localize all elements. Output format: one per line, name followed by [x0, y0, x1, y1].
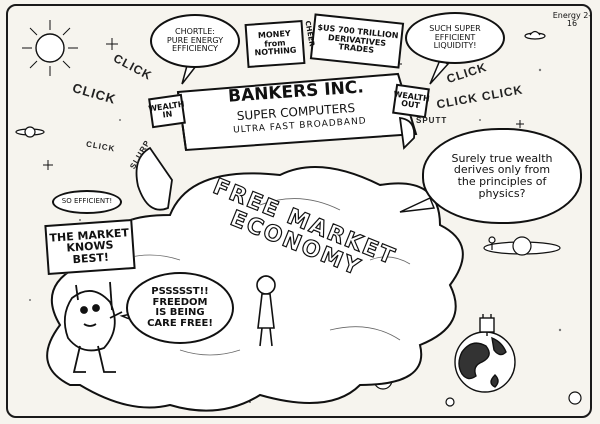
sputt-sound: SPUTT [416, 116, 448, 125]
derivatives-text: $US 700 TRILLION DERIVATIVES TRADES [317, 23, 399, 55]
wealth-out-text: WEALTH OUT [393, 89, 431, 111]
bank-building [176, 72, 418, 152]
market-knows-best-text: THE MARKET KNOWS BEST! [49, 225, 130, 266]
citizen-figure [256, 275, 276, 347]
wealth-in-sign: WEALTH IN [147, 93, 186, 129]
market-banker-figure [63, 281, 123, 373]
signature: Energy 2-16 [552, 11, 592, 29]
liquidity-bubble: SUCH SUPER EFFICIENT LIQUIDITY! [405, 12, 505, 64]
wealth-in-text: WEALTH IN [147, 99, 185, 120]
so-efficient-bubble: SO EFFICIENT! [52, 190, 122, 214]
wealth-out-sign: WEALTH OUT [392, 83, 431, 119]
liquidity-text: SUCH SUPER EFFICIENT LIQUIDITY! [429, 24, 481, 51]
earth-globe-icon [454, 314, 516, 393]
physics-text: Surely true wealth derives only from the… [451, 151, 553, 200]
money-from-nothing-sign: MONEY from NOTHING [244, 20, 306, 68]
panel-border [6, 4, 592, 418]
planet-ring-icon [15, 126, 45, 138]
saturn-planet-icon [483, 236, 561, 256]
derivatives-sign: $US 700 TRILLION DERIVATIVES TRADES [309, 13, 405, 69]
ufo-icon [524, 30, 546, 40]
freedom-bubble: PSSSSST!! FREEDOM IS BEING CARE FREE! [126, 272, 234, 344]
sun-icon [22, 20, 78, 76]
so-efficient-text: SO EFFICIENT! [61, 197, 113, 206]
small-figure [488, 236, 496, 250]
freedom-text: PSSSSST!! FREEDOM IS BEING CARE FREE! [147, 286, 213, 329]
chortle-text: CHORTLE: PURE ENERGY EFFICIENCY [166, 27, 224, 54]
chortle-bubble: CHORTLE: PURE ENERGY EFFICIENCY [150, 14, 240, 68]
market-knows-best-sign: THE MARKET KNOWS BEST! [44, 218, 136, 276]
physics-bubble: Surely true wealth derives only from the… [422, 128, 582, 224]
money-from-nothing-text: MONEY from NOTHING [254, 29, 297, 58]
pipes [135, 116, 416, 211]
